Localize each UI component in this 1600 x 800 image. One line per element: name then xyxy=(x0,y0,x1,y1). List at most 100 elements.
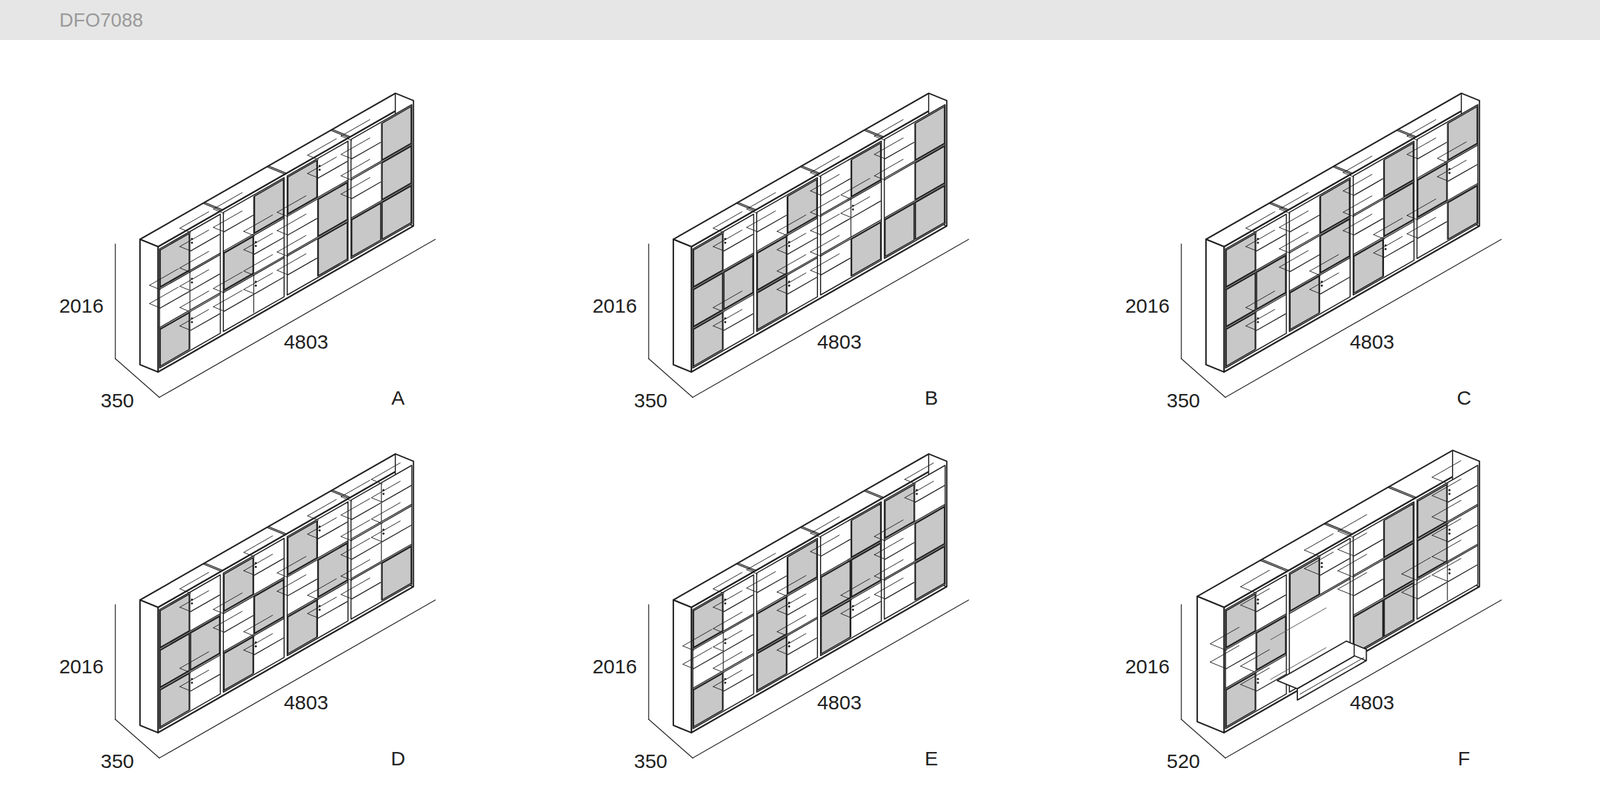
door-panel xyxy=(288,600,317,654)
module-frame xyxy=(820,502,882,656)
cell-depth xyxy=(1279,209,1290,214)
variant-letter: A xyxy=(391,388,405,408)
cell-divider xyxy=(1447,524,1448,561)
shelf-pin xyxy=(852,604,854,607)
length-dimension: 4803 xyxy=(1350,692,1395,713)
cell-depth xyxy=(840,194,852,200)
door-panel xyxy=(693,312,722,366)
shelf-depth xyxy=(307,613,318,618)
shelf xyxy=(254,638,284,655)
shelf xyxy=(821,218,850,236)
shelf-pin xyxy=(1256,678,1259,680)
door-panel xyxy=(1290,276,1319,330)
module-joint xyxy=(1269,203,1288,211)
cell-back xyxy=(746,192,776,210)
cell-back xyxy=(341,560,370,577)
shelf xyxy=(382,525,411,542)
shelf-pin xyxy=(318,608,321,611)
shelf xyxy=(318,161,348,178)
shelf-back xyxy=(213,210,242,228)
module-frame xyxy=(884,104,946,259)
cell-divider xyxy=(914,202,915,240)
shelf xyxy=(1354,579,1383,596)
cell-divider xyxy=(1255,633,1256,670)
variant-letter: B xyxy=(924,388,938,408)
dimension-line xyxy=(692,600,969,758)
cell-back xyxy=(244,536,273,553)
shelf-back xyxy=(341,578,370,595)
shelf xyxy=(724,234,753,252)
cell-depth xyxy=(840,595,852,600)
shelf-depth xyxy=(1432,535,1448,542)
cell-divider xyxy=(253,276,254,313)
cell-back xyxy=(777,214,806,232)
door-panel xyxy=(160,673,189,727)
shelf xyxy=(1418,142,1447,160)
cell-divider xyxy=(850,600,852,637)
cell-divider xyxy=(317,520,318,558)
shelf-back xyxy=(1407,217,1436,234)
cell-divider xyxy=(850,239,852,276)
shelf xyxy=(788,638,817,655)
shelf-back xyxy=(874,578,904,595)
shelf-depth xyxy=(213,628,224,633)
shelf-depth xyxy=(682,664,694,669)
door-panel xyxy=(852,543,881,597)
module-frame xyxy=(223,178,284,332)
door-panel xyxy=(788,540,817,594)
door-panel xyxy=(885,484,914,538)
module-joint xyxy=(203,564,222,572)
shelf-back xyxy=(713,670,742,687)
shelf-pin xyxy=(254,562,257,564)
cell-depth xyxy=(777,592,788,597)
tv-unit-side xyxy=(1354,644,1366,661)
dimension-line xyxy=(1180,604,1182,720)
cell-divider xyxy=(189,312,190,350)
shelf-depth xyxy=(1402,592,1418,600)
shelf xyxy=(1290,215,1319,232)
cell-back xyxy=(1246,212,1275,229)
shelf-pin xyxy=(852,204,854,207)
cell-depth xyxy=(874,536,886,542)
shelf-depth xyxy=(840,613,852,618)
cell-back xyxy=(1432,500,1461,518)
header-bar xyxy=(0,0,1600,40)
cell-back xyxy=(713,212,742,229)
shelf-depth xyxy=(1407,234,1418,239)
shelf-pin xyxy=(1448,568,1451,571)
height-dimension: 2016 xyxy=(59,656,104,677)
cell-divider xyxy=(1447,123,1448,160)
cell-back xyxy=(874,159,904,176)
side-face xyxy=(1206,239,1224,372)
shelf xyxy=(318,601,348,618)
module-frame xyxy=(1353,502,1414,656)
cell-back xyxy=(810,156,840,173)
shelf xyxy=(788,277,817,294)
cell-depth xyxy=(874,176,886,181)
shelf-depth xyxy=(810,230,822,236)
shelf-depth xyxy=(810,551,822,556)
cell-back xyxy=(307,578,336,596)
shelf-back xyxy=(1246,230,1275,247)
door-panel xyxy=(852,222,881,276)
shelf xyxy=(788,598,817,616)
cell-divider xyxy=(786,557,788,594)
shelf-back xyxy=(713,590,742,608)
cell-back xyxy=(810,235,840,252)
door-panel xyxy=(190,616,220,670)
shelf-pin xyxy=(1320,280,1323,283)
cell-back xyxy=(713,652,742,669)
cell-back xyxy=(1407,199,1436,216)
cell-back xyxy=(1279,192,1308,210)
cell-back xyxy=(180,572,209,590)
shelf-back xyxy=(244,633,273,650)
cell-back xyxy=(874,560,904,577)
cell-divider xyxy=(1255,272,1256,310)
cell-divider xyxy=(1319,196,1320,234)
shelf-depth xyxy=(1310,289,1321,294)
module-joint xyxy=(330,490,349,498)
cell-divider xyxy=(1447,563,1448,600)
shelf-depth xyxy=(149,303,160,308)
shelf-back xyxy=(713,309,742,326)
module-frame xyxy=(351,465,412,620)
